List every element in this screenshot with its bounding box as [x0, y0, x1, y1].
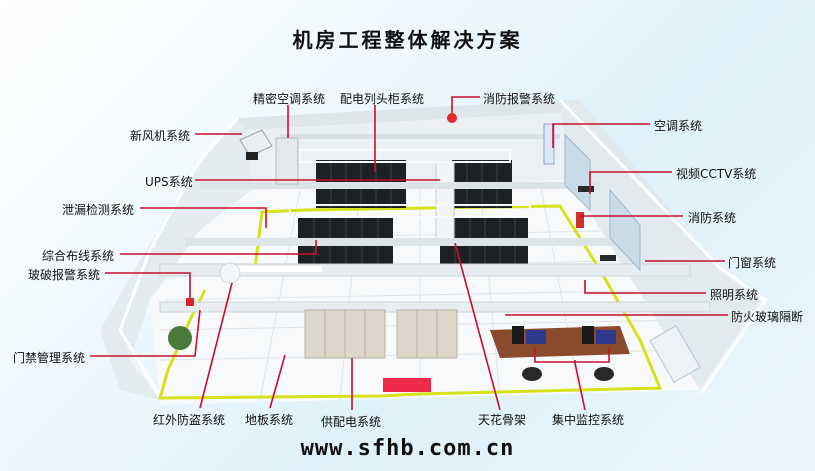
label-power-distribution-head-cabinet: 配电列头柜系统 [340, 92, 425, 106]
label-fresh-air: 新风机系统 [130, 129, 191, 143]
label-doors-windows: 门窗系统 [728, 256, 777, 270]
label-fireproof-glass-partition: 防火玻璃隔断 [731, 310, 804, 324]
label-fire-alarm: 消防报警系统 [483, 92, 556, 106]
entrance-mat [383, 378, 431, 392]
leak-detection-cable [158, 204, 663, 400]
label-lighting: 照明系统 [710, 288, 759, 302]
fire-alarm-bell [447, 113, 457, 123]
label-cctv: 视频CCTV系统 [676, 167, 757, 181]
glass-break-detector [186, 298, 194, 306]
label-fire-protection: 消防系统 [688, 211, 737, 225]
label-ceiling-frame: 天花骨架 [478, 413, 527, 427]
label-centralized-monitoring: 集中监控系统 [552, 413, 625, 427]
label-leak-detection: 泄漏检测系统 [62, 203, 135, 217]
label-precision-ac: 精密空调系统 [253, 92, 326, 106]
precision-ac-unit [275, 137, 299, 185]
label-access-control: 门禁管理系统 [13, 351, 86, 365]
right-wall-equipment [543, 123, 701, 383]
leader-lines [90, 96, 728, 411]
label-structured-cabling: 综合布线系统 [42, 249, 115, 263]
label-power-supply: 供配电系统 [321, 415, 382, 429]
label-ups: UPS系统 [145, 175, 193, 189]
power-cabinets [304, 309, 458, 359]
label-glass-break-alarm: 玻破报警系统 [28, 268, 101, 282]
label-infrared-anti-theft: 红外防盗系统 [153, 413, 226, 427]
cable-trays [159, 134, 711, 313]
website-url: www.sfhb.com.cn [300, 436, 515, 461]
plant [168, 326, 192, 350]
label-raised-floor: 地板系统 [245, 413, 294, 427]
label-air-conditioning: 空调系统 [654, 119, 703, 133]
diagram-title: 机房工程整体解决方案 [292, 28, 523, 52]
monitoring-desks [490, 326, 630, 381]
fresh-air-unit [239, 129, 273, 160]
